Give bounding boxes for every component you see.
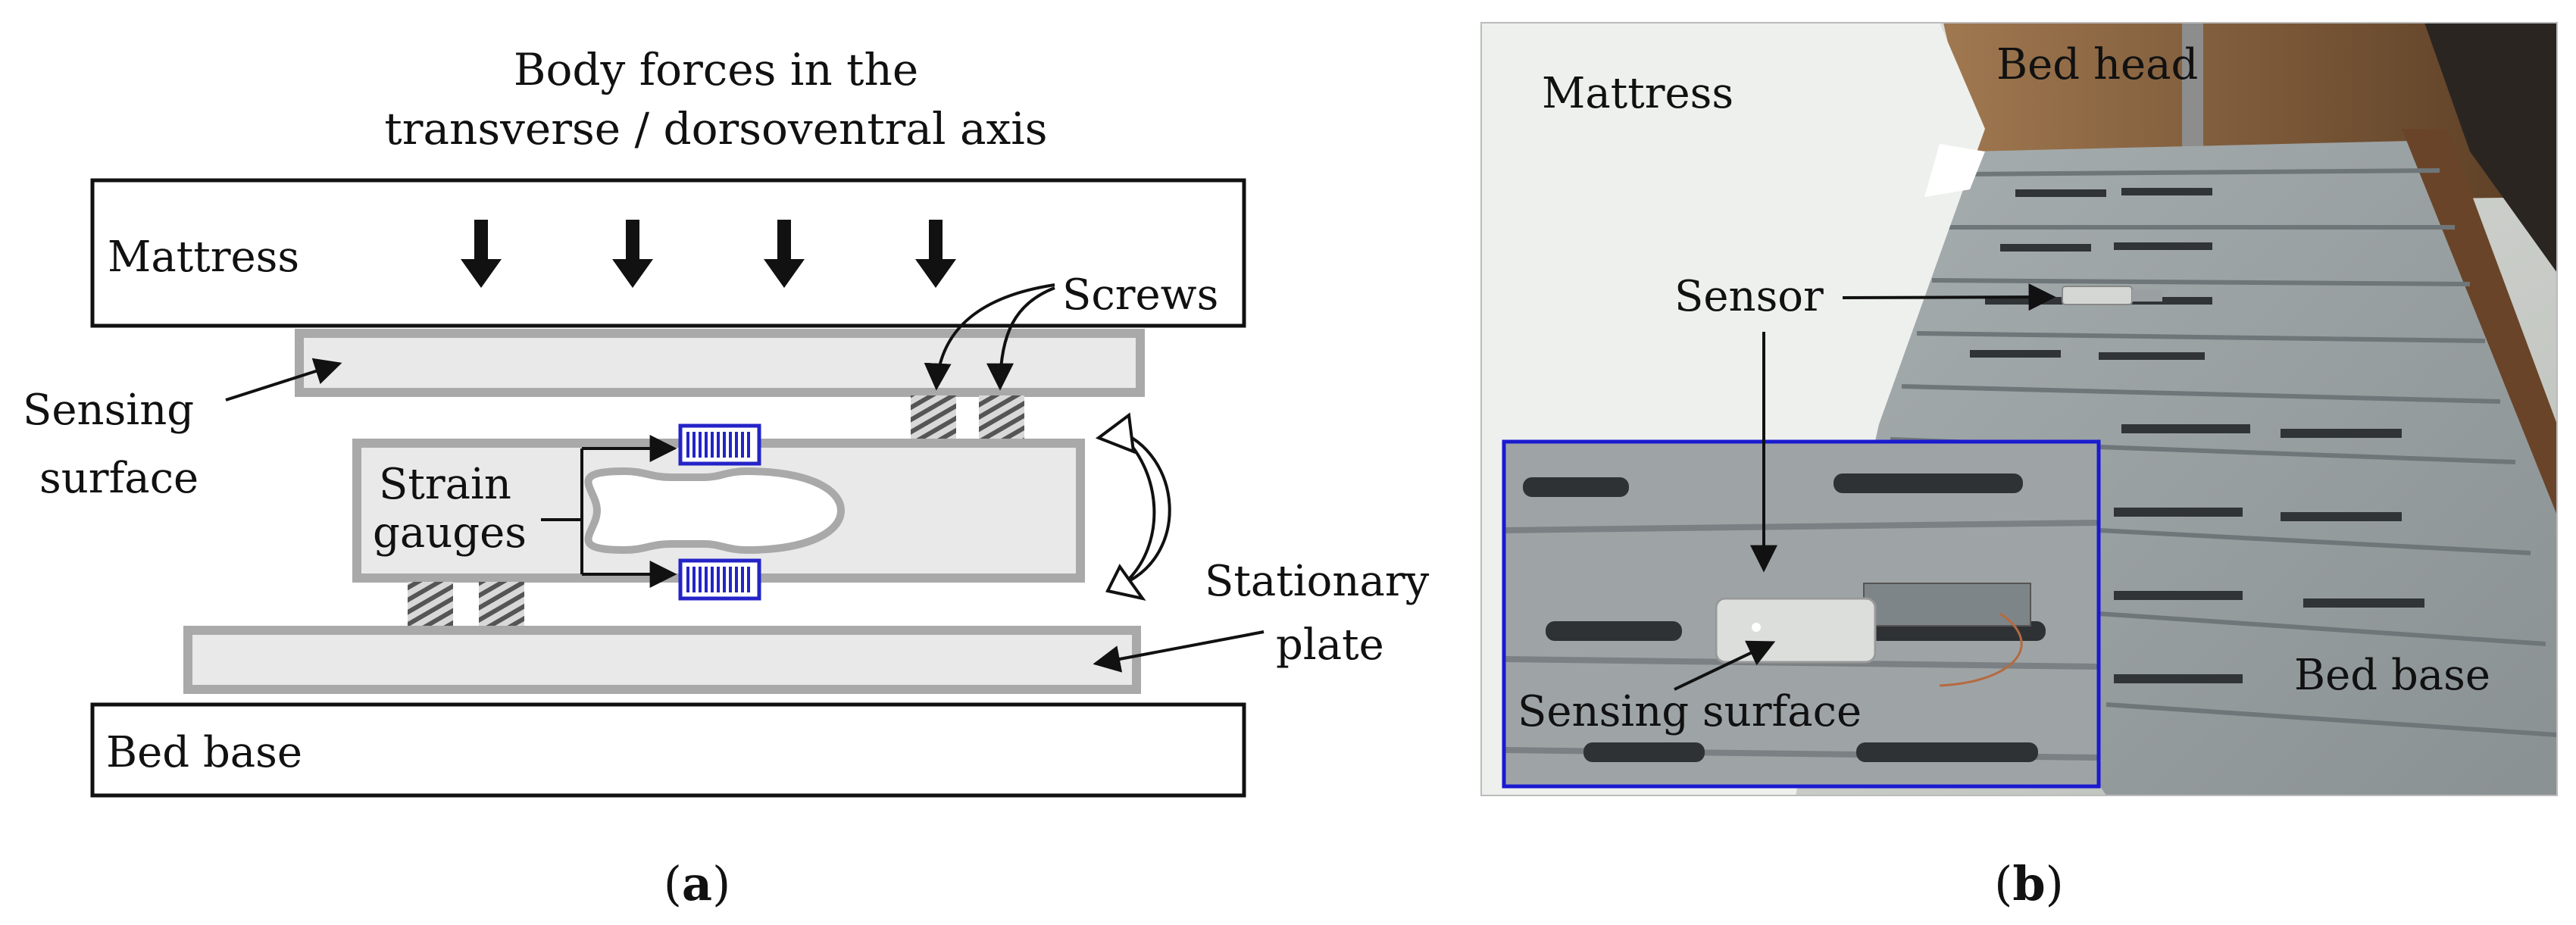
- forces-title-line1: Body forces in the: [514, 44, 918, 95]
- photo-bed-base-label: Bed base: [2294, 651, 2490, 700]
- sensing-surface-plate: [295, 329, 1145, 397]
- strain-gauges-label-line1: Strain: [379, 460, 511, 509]
- caption-a-letter: a: [682, 856, 712, 911]
- photo-sensing-surface-leader: [1674, 640, 1776, 691]
- mattress-box: [90, 178, 1246, 328]
- bed-base-label: Bed base: [106, 728, 302, 777]
- bottom-screw-2: [479, 582, 524, 627]
- force-arrow-2: [612, 220, 653, 288]
- bottom-screw-1: [408, 582, 453, 627]
- bending-arrow-head-bottom: [1105, 564, 1146, 602]
- force-arrow-4: [915, 220, 956, 288]
- photo-sensor-leader: [1842, 283, 2056, 311]
- strain-gauge-top: [678, 423, 761, 466]
- strain-gauges-label-line2: gauges: [373, 508, 527, 558]
- top-screw-1: [911, 395, 956, 441]
- inset-sensor-mount: [1863, 583, 2031, 627]
- caption-b-open: (: [1994, 856, 2012, 911]
- screws-label: Screws: [1062, 270, 1218, 320]
- photo-mattress-label: Mattress: [1542, 69, 1733, 118]
- photo-sensor-device: [2062, 286, 2133, 305]
- sensing-surface-label-line2: surface: [39, 454, 199, 503]
- photo-sensor-label: Sensor: [1674, 272, 1824, 321]
- stationary-plate: [183, 626, 1141, 694]
- bed-base-box: [90, 702, 1246, 798]
- inset-border: [1502, 439, 2101, 789]
- photo-sensor-mount: [2132, 289, 2162, 302]
- photo-dark-corner: [2424, 23, 2557, 273]
- stationary-plate-leader: [1093, 630, 1265, 673]
- sensing-surface-label-line1: Sensing: [23, 386, 194, 435]
- forces-title-line2: transverse / dorsoventral axis: [384, 103, 1047, 155]
- sensing-surface-leader: [225, 358, 342, 402]
- strain-gauge-bottom: [678, 558, 761, 601]
- screws-leader-1: [924, 283, 1055, 391]
- load-cell-cutout: [584, 467, 846, 555]
- caption-a: (a): [664, 856, 731, 911]
- force-arrow-1: [461, 220, 502, 288]
- bending-double-arrow: [1115, 429, 1171, 585]
- caption-a-open: (: [664, 856, 682, 911]
- inset-slots: [1523, 473, 2046, 762]
- caption-b-letter: b: [2012, 856, 2045, 911]
- force-arrows: [461, 220, 956, 288]
- stationary-plate-label-line1: Stationary: [1205, 557, 1430, 606]
- strain-gauges-bracket: [541, 448, 583, 574]
- inset-wire: [1939, 612, 2023, 687]
- panel-a-diagram: Body forces in the transverse / dorsoven…: [23, 44, 1430, 911]
- panel-b-photo: Mattress Bed head Sensor Sensing surface…: [1480, 22, 2558, 911]
- caption-b-close: ): [2046, 856, 2064, 911]
- photo-sensing-surface-label: Sensing surface: [1518, 687, 1862, 736]
- caption-a-close: ): [712, 856, 730, 911]
- top-screw-2: [979, 395, 1024, 441]
- caption-b: (b): [1994, 856, 2064, 911]
- photo-inset: [1502, 439, 2101, 789]
- bending-arrow-head-top: [1095, 412, 1136, 455]
- force-arrow-3: [764, 220, 805, 288]
- inset-sensing-surface-device: [1715, 597, 1877, 664]
- screws-leader-2: [986, 286, 1055, 391]
- photo-frame: [1480, 22, 2558, 796]
- photo-slat-lines: [1890, 168, 2557, 737]
- photo-mattress-fold: [1924, 144, 1985, 197]
- photo-bed-head-label: Bed head: [1996, 40, 2198, 89]
- mattress-label: Mattress: [108, 233, 299, 282]
- stationary-plate-label-line2: plate: [1276, 620, 1384, 670]
